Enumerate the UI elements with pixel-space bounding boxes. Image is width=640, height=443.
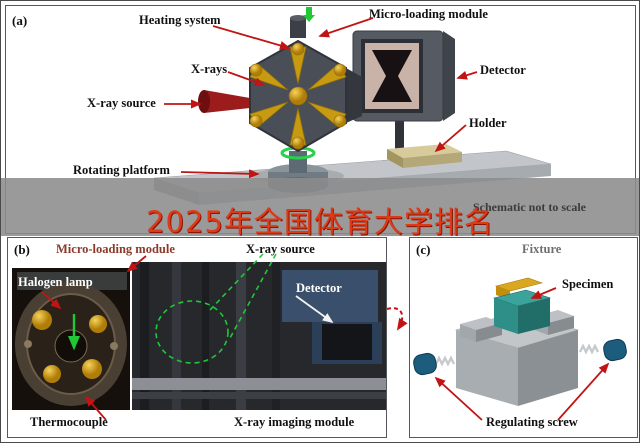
label-x-ray-source-b: X-ray source (246, 242, 315, 256)
white-arrow-detector (295, 295, 334, 324)
label-holder: Holder (469, 116, 507, 130)
label-x-ray-imaging-module: X-ray imaging module (234, 415, 355, 429)
label-detector-b: Detector (296, 281, 342, 295)
micro-loading-module-3d (290, 7, 315, 38)
watermark-text: 2025年全国体育大学排名 (146, 205, 494, 239)
label-micro-loading-module-a: Micro-loading module (369, 7, 488, 21)
label-specimen: Specimen (560, 277, 616, 292)
fixture-3d-scene (413, 277, 627, 421)
label-thermocouple: Thermocouple (30, 415, 108, 429)
gold-spheres (249, 42, 347, 150)
label-regulating-screw: Regulating screw (486, 415, 578, 429)
dashed-connector-arrow-icon (386, 307, 408, 331)
label-micro-loading-module-b: Micro-loading module (56, 242, 175, 256)
red-arrow-halogen (41, 291, 62, 310)
hexagonal-chamber-3d (249, 39, 362, 153)
label-x-rays: X-rays (191, 62, 228, 76)
schematic-note: Schematic not to scale (473, 200, 586, 214)
panel-c-title: Fixture (522, 242, 562, 256)
label-heating-system: Heating system (139, 13, 221, 27)
watermark-band (1, 178, 639, 236)
label-rotating-platform: Rotating platform (73, 163, 170, 177)
label-detector-a: Detector (480, 63, 526, 77)
panel-b-tag: (b) (14, 242, 30, 257)
label-x-ray-source-a: X-ray source (87, 96, 156, 110)
regulating-screws-3d (413, 338, 627, 376)
red-arrows-c (434, 287, 610, 421)
detector-3d (352, 30, 455, 152)
panel-c-tag: (c) (416, 242, 431, 257)
imaging-module-photo (132, 262, 386, 410)
specimen-3d (492, 289, 552, 334)
panel-a-tag: (a) (12, 13, 28, 28)
label-halogen-lamp: Halogen lamp (18, 275, 93, 289)
green-down-arrow-icon (303, 7, 315, 22)
green-dashed-circle (155, 300, 229, 364)
panel-b: (b) Micro-loading module X-ray source Ha… (7, 237, 387, 438)
red-arrows (164, 17, 478, 179)
panel-c: (c) Fixture Specimen Regulating screw (409, 237, 638, 438)
halogen-lamp-photo (12, 268, 130, 410)
springs (434, 343, 600, 367)
